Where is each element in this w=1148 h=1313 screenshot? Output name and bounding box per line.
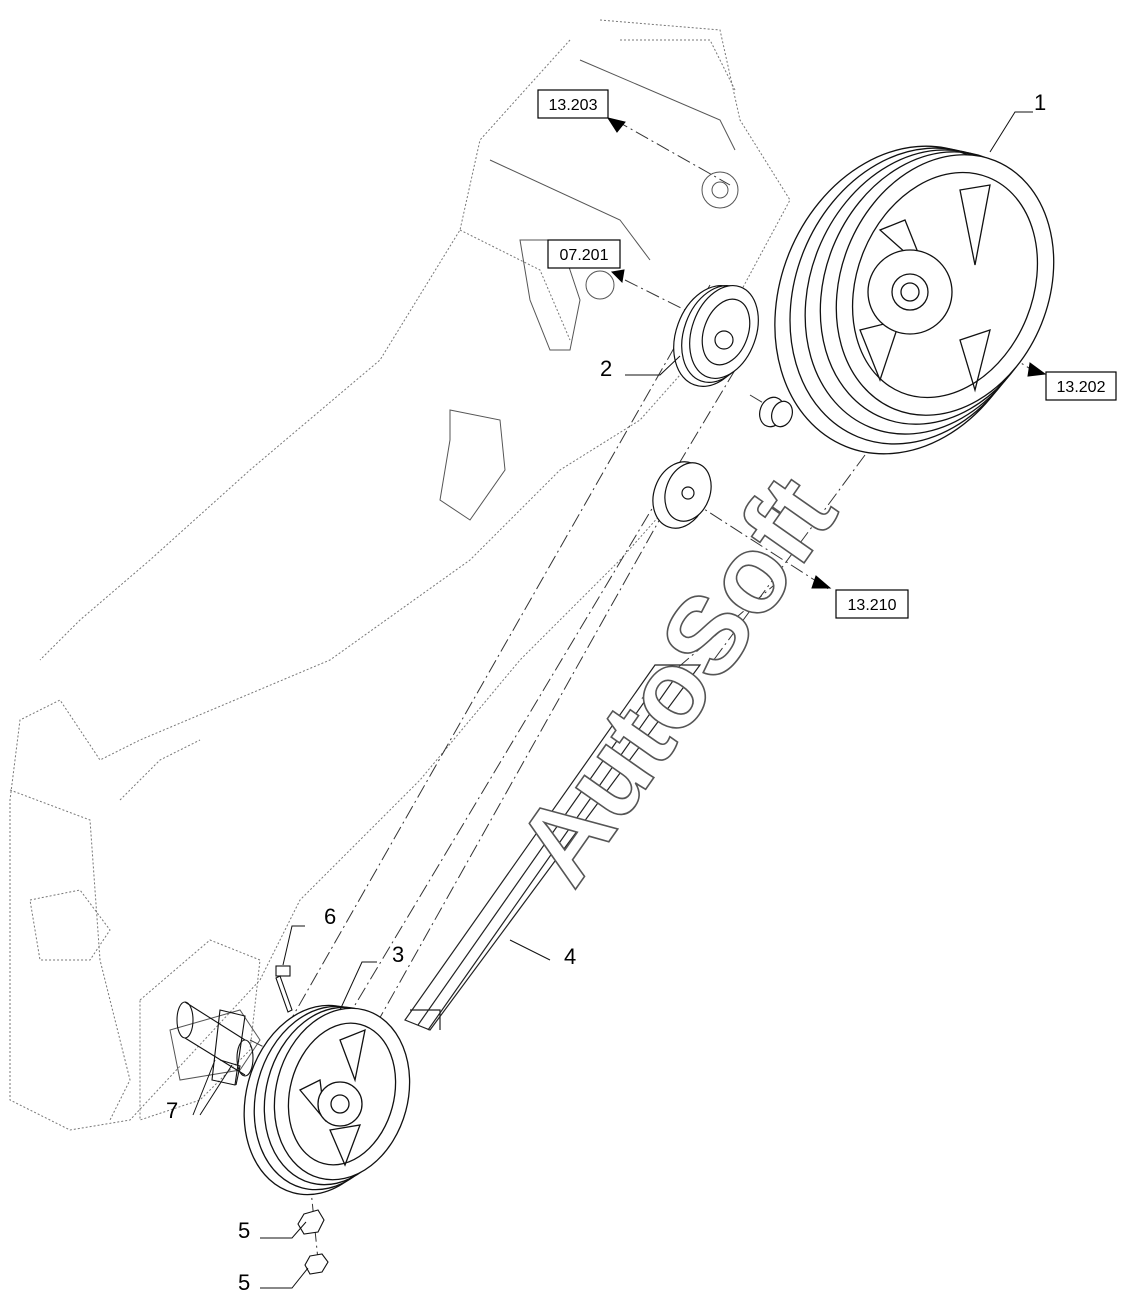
callout-3: 3 bbox=[392, 942, 404, 967]
chassis-frame-outline bbox=[9, 19, 791, 1131]
ref-box-13-203: 13.203 bbox=[537, 89, 609, 119]
bolt bbox=[275, 965, 293, 1013]
tensioner-roller bbox=[652, 396, 793, 529]
nuts bbox=[297, 1209, 329, 1275]
callout-7: 7 bbox=[166, 1098, 178, 1123]
chassis-frame-details bbox=[169, 59, 739, 1081]
callout-5-upper: 5 bbox=[238, 1218, 250, 1243]
callout-5-lower: 5 bbox=[238, 1270, 250, 1295]
shaft-and-key bbox=[176, 1001, 254, 1086]
svg-text:13.203: 13.203 bbox=[549, 97, 598, 114]
svg-text:07.201: 07.201 bbox=[560, 247, 609, 264]
ref-box-07-201: 07.201 bbox=[547, 239, 621, 269]
ref-box-13-202: 13.202 bbox=[1045, 371, 1117, 401]
large-pulley bbox=[774, 145, 1055, 455]
ref-box-13-210: 13.210 bbox=[835, 589, 909, 619]
small-pulley bbox=[673, 284, 759, 387]
svg-text:13.210: 13.210 bbox=[848, 597, 897, 614]
callout-4: 4 bbox=[564, 944, 576, 969]
callout-6: 6 bbox=[324, 904, 336, 929]
reference-arrows bbox=[606, 117, 1047, 589]
v-belt bbox=[404, 664, 702, 1031]
leader-lines bbox=[192, 111, 1033, 1289]
callout-2: 2 bbox=[600, 356, 612, 381]
svg-text:13.202: 13.202 bbox=[1057, 379, 1106, 396]
lower-pulley bbox=[243, 1004, 411, 1196]
callout-1: 1 bbox=[1034, 90, 1046, 115]
